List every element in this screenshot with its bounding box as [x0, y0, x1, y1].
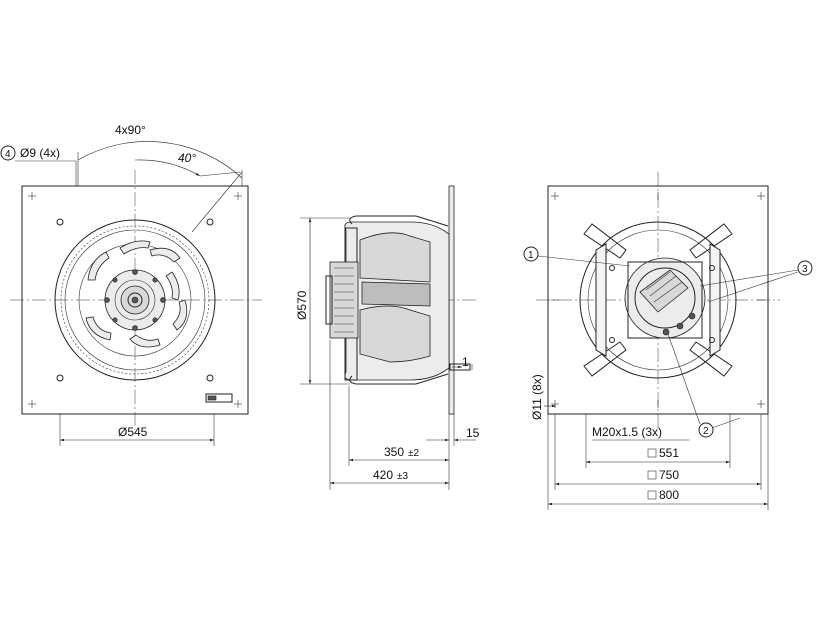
callout-4-circle: [0, 145, 16, 161]
callout-3-number: 3: [802, 264, 808, 275]
angle-label: 4x90°: [115, 123, 146, 137]
callout-2-number: 2: [703, 426, 709, 437]
rear-view: 1 3 2 Ø11 (8x) M20x1.5 (3x) 551 750: [523, 172, 813, 510]
rear-ring: [579, 221, 737, 379]
front-view: 4x90° 40° 4 Ø9 (4x) Ø545: [0, 123, 262, 446]
hub-bolts: [104, 269, 166, 331]
side-420-label: 420±3: [373, 468, 409, 482]
side-impeller: [359, 232, 431, 363]
rear-750-label: 750: [659, 468, 679, 482]
rear-terminal-block: [639, 269, 689, 313]
rear-hole-label: Ø11 (8x): [530, 374, 544, 420]
ring-holes: [56, 218, 214, 382]
impeller-blades: [85, 240, 188, 348]
rear-800-label: 800: [659, 488, 679, 502]
rear-support-struts: [583, 223, 733, 377]
angle2-label: 40°: [178, 151, 196, 165]
side-flange-label: 15: [466, 426, 480, 440]
rear-hole-marks: [551, 192, 765, 408]
rear-thread-label: M20x1.5 (3x): [592, 425, 662, 439]
side-view: Ø570 1 350±2 15 420±3: [295, 185, 480, 490]
side-thk-label: 1: [462, 355, 469, 369]
plate-hole-marks: [28, 192, 242, 408]
front-hole-label: Ø9 (4x): [20, 146, 60, 160]
side-height-label: Ø570: [295, 290, 309, 320]
front-diameter-label: Ø545: [118, 425, 148, 439]
callout-1-circle: [523, 246, 539, 262]
callout-4-number: 4: [5, 149, 11, 160]
connector-box: [205, 393, 233, 403]
rear-551-label: 551: [659, 446, 679, 460]
callout-3-circle: [797, 260, 813, 276]
callout-2-circle: [698, 422, 714, 438]
inlet-ring-outer: [54, 219, 216, 381]
side-350-label: 350±2: [384, 445, 420, 459]
rear-cable-glands: [662, 312, 696, 336]
callout-1-number: 1: [528, 250, 534, 261]
